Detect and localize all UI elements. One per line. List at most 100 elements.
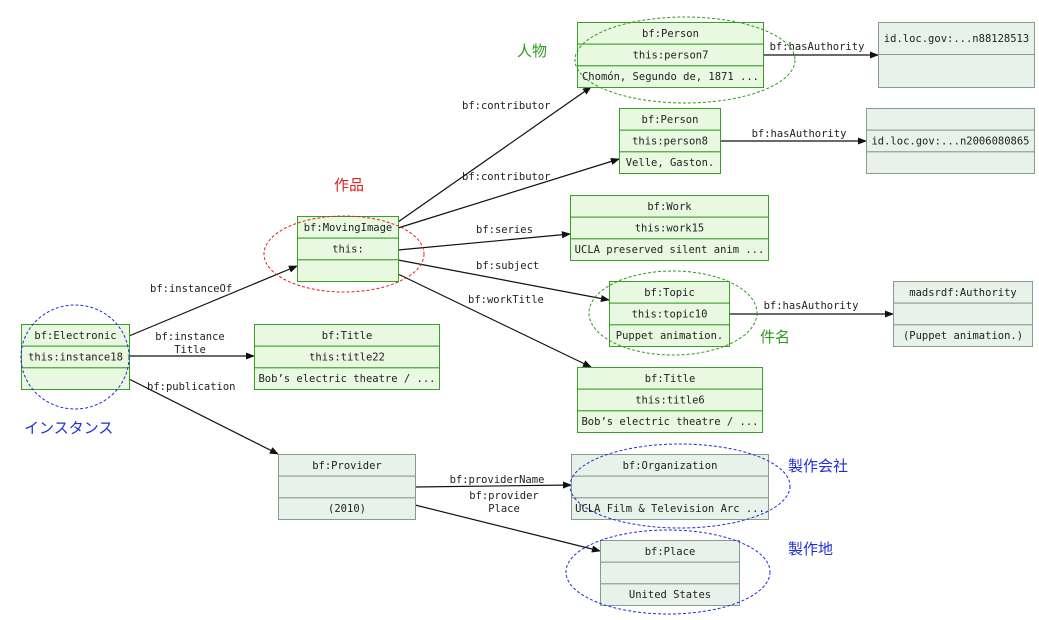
edge-providerPlace-label: Place (488, 503, 520, 515)
node-movingimage-row (297, 259, 399, 283)
highlight-person-ellipse (574, 16, 796, 104)
edge-contributor1-label: bf:contributor (462, 100, 551, 112)
node-person8-label: Velle, Gaston. (626, 157, 715, 169)
node-person7-label: bf:Person (642, 28, 699, 40)
edge-publication-line (128, 378, 279, 455)
edge-instanceTitle-label: bf:instance (155, 331, 225, 343)
node-provider-label: (2010) (328, 503, 366, 515)
edge-hasAuthority2: bf:hasAuthority (720, 128, 867, 145)
node-person7-label: this:person7 (633, 50, 709, 62)
edge-publication: bf:publication (128, 378, 279, 455)
node-person7-label: Chomón, Segundo de, 1871 ... (582, 71, 759, 83)
edge-contributor2-line (397, 157, 620, 229)
node-auth7-row (878, 54, 1035, 88)
node-topic10-row (609, 324, 730, 348)
node-person8-label: this:person8 (632, 136, 708, 148)
highlight-company-ellipse (569, 443, 791, 529)
node-title22-row (254, 367, 440, 391)
node-auth8-row (866, 108, 1035, 131)
edge-providerName: bf:providerName (414, 474, 572, 489)
node-auth7: id.loc.gov:...n88128513 (878, 22, 1035, 88)
node-title6-label: Bob’s electric theatre / ... (581, 416, 758, 428)
highlight-instance-ellipse (20, 304, 130, 410)
node-organization-label: bf:Organization (623, 460, 718, 472)
edge-contributor1-line (397, 86, 592, 223)
node-provider-row (278, 497, 416, 521)
node-provider-row (278, 475, 416, 499)
node-auth7-row (878, 22, 1035, 55)
edge-subject-label: bf:subject (476, 260, 539, 272)
node-electronic: bf:Electronic this:instance18 (21, 324, 130, 391)
node-title22-label: this:title22 (309, 352, 385, 364)
node-organization-row (571, 475, 769, 499)
node-provider-label: bf:Provider (312, 460, 382, 472)
node-auth7-label: id.loc.gov:...n88128513 (884, 33, 1029, 45)
node-topic10-label: this:topic10 (632, 309, 708, 321)
node-place-row (600, 561, 740, 585)
node-madsrdf-label: (Puppet animation.) (903, 330, 1023, 342)
edge-instanceTitle-label: Title (174, 344, 206, 356)
node-organization-row (571, 497, 769, 521)
nodes-layer: bf:Electronic this:instance18 bf:MovingIma… (21, 22, 1035, 606)
annotation-instance: インスタンス (24, 419, 113, 437)
edge-hasAuthority3-label: bf:hasAuthority (764, 300, 859, 312)
node-person8-row (619, 151, 721, 174)
edge-instanceOf-line (128, 265, 298, 337)
annotation-place: 製作地 (788, 540, 833, 558)
node-auth8: id.loc.gov:...n2006080865 (866, 108, 1035, 174)
highlight-work-ellipse (263, 215, 425, 293)
node-work15-row (570, 238, 769, 261)
node-madsrdf-row (893, 302, 1033, 326)
node-person7-row (577, 65, 764, 89)
edge-contributor1: bf:contributor (397, 86, 592, 223)
node-movingimage-label: bf:MovingImage (304, 222, 393, 234)
node-electronic-label: bf:Electronic (34, 330, 116, 342)
node-auth8-label: id.loc.gov:...n2006080865 (871, 136, 1029, 148)
edge-hasAuthority2-label: bf:hasAuthority (752, 128, 847, 140)
edge-contributor2-label: bf:contributor (462, 171, 551, 183)
edge-providerPlace-line (414, 504, 601, 553)
edge-series: bf:series (397, 224, 571, 251)
node-electronic-label: this:instance18 (28, 352, 123, 364)
annotation-person: 人物 (517, 42, 547, 60)
edge-providerName-line (414, 481, 572, 489)
node-title6-label: bf:Title (645, 373, 696, 385)
node-topic10-label: Puppet animation. (616, 330, 723, 342)
annotation-subject: 件名 (760, 328, 790, 346)
node-electronic-row (21, 367, 130, 391)
node-person8-label: bf:Person (642, 114, 699, 126)
edge-contributor2: bf:contributor (397, 157, 620, 229)
highlight-subject-ellipse (588, 270, 758, 356)
node-work15-label: bf:Work (647, 201, 692, 213)
node-place-label: United States (629, 589, 711, 601)
annotation-company: 製作会社 (788, 457, 848, 475)
node-title6-row (577, 410, 763, 434)
edge-workTitle-label: bf:workTitle (468, 294, 544, 306)
node-title6-label: this:title6 (635, 395, 705, 407)
node-topic10-label: bf:Topic (644, 287, 695, 299)
edge-instanceOf-label: bf:instanceOf (150, 283, 232, 295)
node-madsrdf-label: madsrdf:Authority (909, 287, 1016, 299)
node-place-label: bf:Place (645, 546, 696, 558)
node-title22-label: bf:Title (322, 330, 373, 342)
node-madsrdf: madsrdf:Authority (Puppet animation.) (893, 281, 1033, 348)
edge-workTitle-line (397, 273, 592, 368)
edge-providerName-label: bf:providerName (450, 474, 545, 486)
node-work15-label: this:work15 (635, 223, 705, 235)
node-work15-label: UCLA preserved silent anim ... (575, 244, 765, 256)
node-provider: bf:Provider (2010) (278, 454, 416, 521)
edge-workTitle: bf:workTitle (397, 273, 592, 368)
edge-instanceOf: bf:instanceOf (128, 265, 298, 337)
node-title22-label: Bob’s electric theatre / ... (258, 373, 435, 385)
